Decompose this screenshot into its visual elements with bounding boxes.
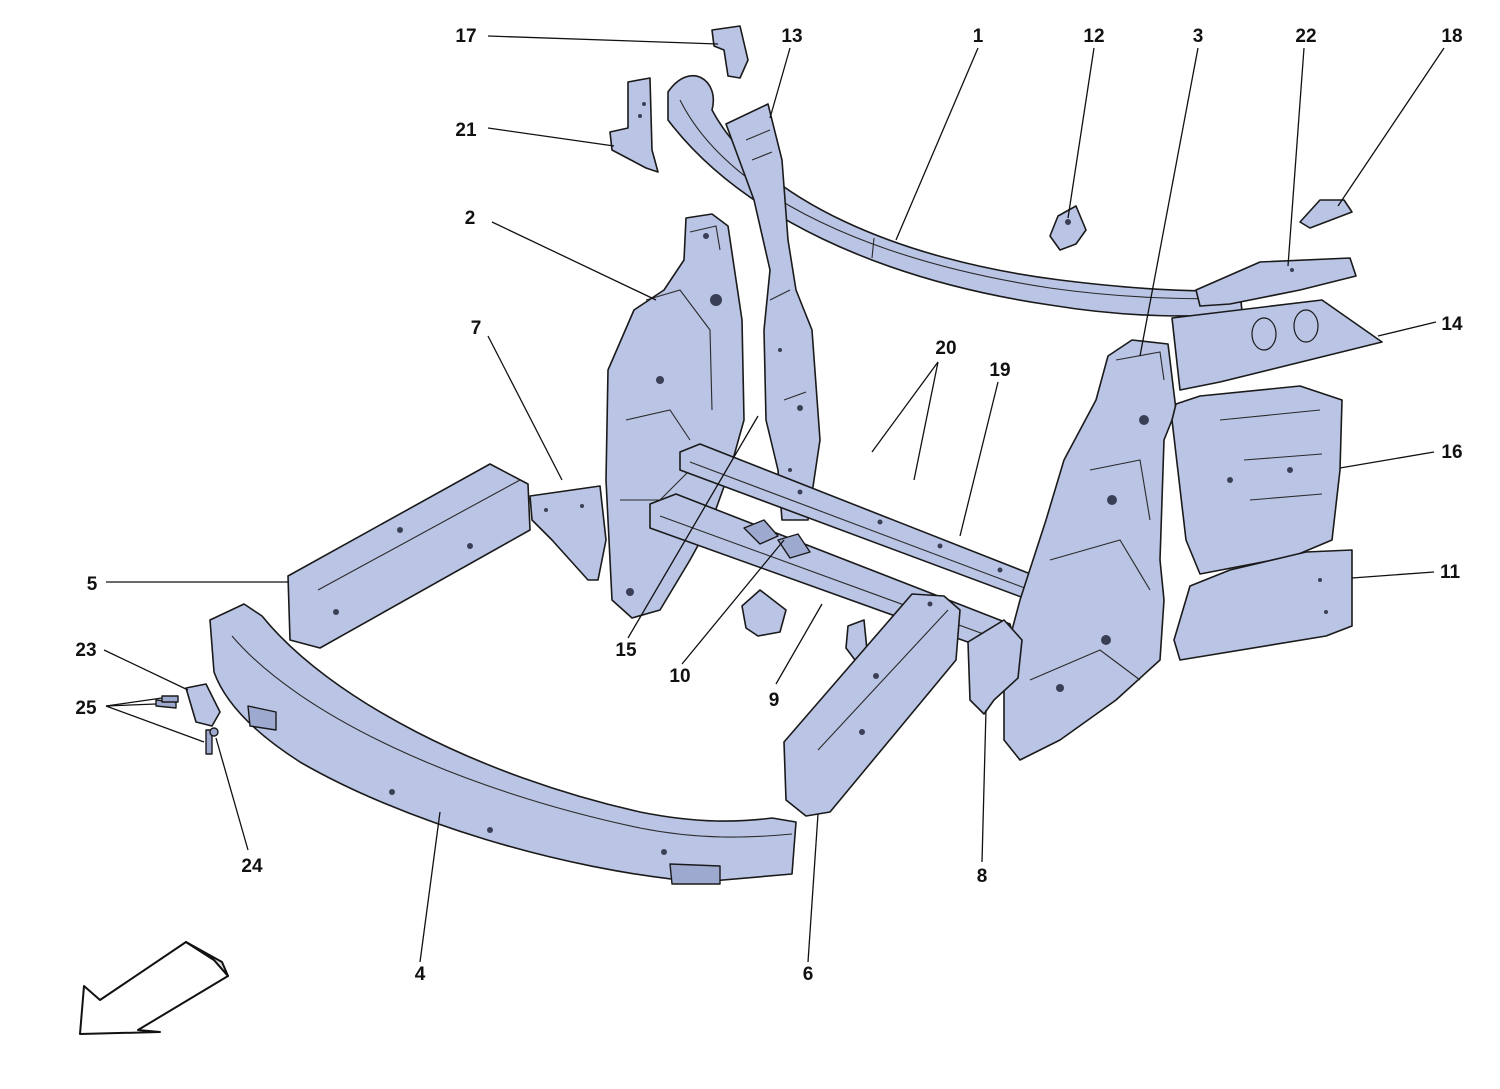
callout-18: 18: [1441, 26, 1462, 47]
parts: [155, 25, 1383, 885]
part-4-bumper-beam: [209, 603, 797, 885]
callout-10: 10: [669, 666, 690, 687]
callout-13: 13: [781, 26, 802, 47]
callout-labels: 1 2 3 4 5 6 7 8 9 10 11 12 13 14 15 16 1…: [75, 26, 1463, 985]
part-12-bracket: [1049, 205, 1087, 251]
part-3-right-tower: [1003, 339, 1177, 761]
callout-15: 15: [615, 640, 637, 661]
part-14-panel: [1171, 299, 1383, 391]
leader-lines: [103, 35, 1445, 963]
part-21-bracket: [609, 77, 659, 173]
part-7-left-bracket: [529, 485, 607, 581]
callout-23: 23: [75, 640, 96, 661]
callout-3: 3: [1193, 26, 1204, 47]
callout-20: 20: [935, 338, 956, 359]
callout-8: 8: [977, 866, 988, 887]
callout-11: 11: [1440, 562, 1461, 583]
callout-5: 5: [87, 574, 98, 595]
part-23-tow-bracket: [185, 683, 221, 727]
callout-7: 7: [471, 318, 482, 339]
part-24-nut: [209, 727, 219, 737]
part-6-right-rail: [783, 593, 961, 817]
callout-9: 9: [769, 690, 780, 711]
front-direction-arrow-icon: [79, 941, 229, 1035]
part-5-left-rail: [287, 463, 531, 649]
callout-17: 17: [455, 26, 476, 47]
callout-19: 19: [989, 360, 1010, 381]
callout-6: 6: [803, 964, 814, 985]
part-22-panel: [1195, 257, 1357, 307]
callout-22: 22: [1295, 26, 1316, 47]
callout-12: 12: [1083, 26, 1104, 47]
part-20-hangers: [741, 589, 869, 665]
part-18-bracket: [1299, 199, 1353, 229]
callout-14: 14: [1441, 314, 1463, 335]
callout-21: 21: [455, 120, 477, 141]
callout-1: 1: [973, 26, 984, 47]
part-11-lower-panel: [1173, 549, 1353, 661]
callout-4: 4: [415, 964, 426, 985]
part-16-wheelhouse-panel: [1171, 385, 1343, 575]
callout-16: 16: [1441, 442, 1462, 463]
part-17-bracket: [711, 25, 749, 79]
callout-25: 25: [75, 698, 97, 719]
callout-24: 24: [241, 856, 263, 877]
part-8-right-bracket: [967, 619, 1023, 715]
part-13-inner-pillar: [725, 103, 821, 521]
callout-2: 2: [465, 208, 476, 229]
